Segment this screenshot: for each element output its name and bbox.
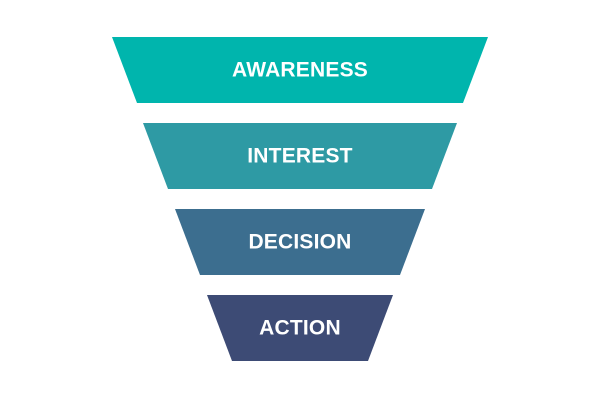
funnel-stage-decision: DECISION (175, 209, 425, 275)
funnel-stage-interest: INTEREST (143, 123, 457, 189)
funnel-stage-action: ACTION (207, 295, 393, 361)
funnel-stage-decision-shape (175, 209, 425, 275)
funnel-stage-awareness-shape (112, 37, 488, 103)
funnel-stage-interest-label: INTEREST (247, 145, 352, 168)
funnel-stage-action-shape (207, 295, 393, 361)
funnel-stage-decision-label: DECISION (248, 231, 351, 254)
funnel-stage-interest-shape (143, 123, 457, 189)
funnel-stage-action-label: ACTION (259, 317, 341, 340)
funnel-stage-awareness: AWARENESS (112, 37, 488, 103)
funnel-stage-awareness-label: AWARENESS (232, 59, 368, 82)
